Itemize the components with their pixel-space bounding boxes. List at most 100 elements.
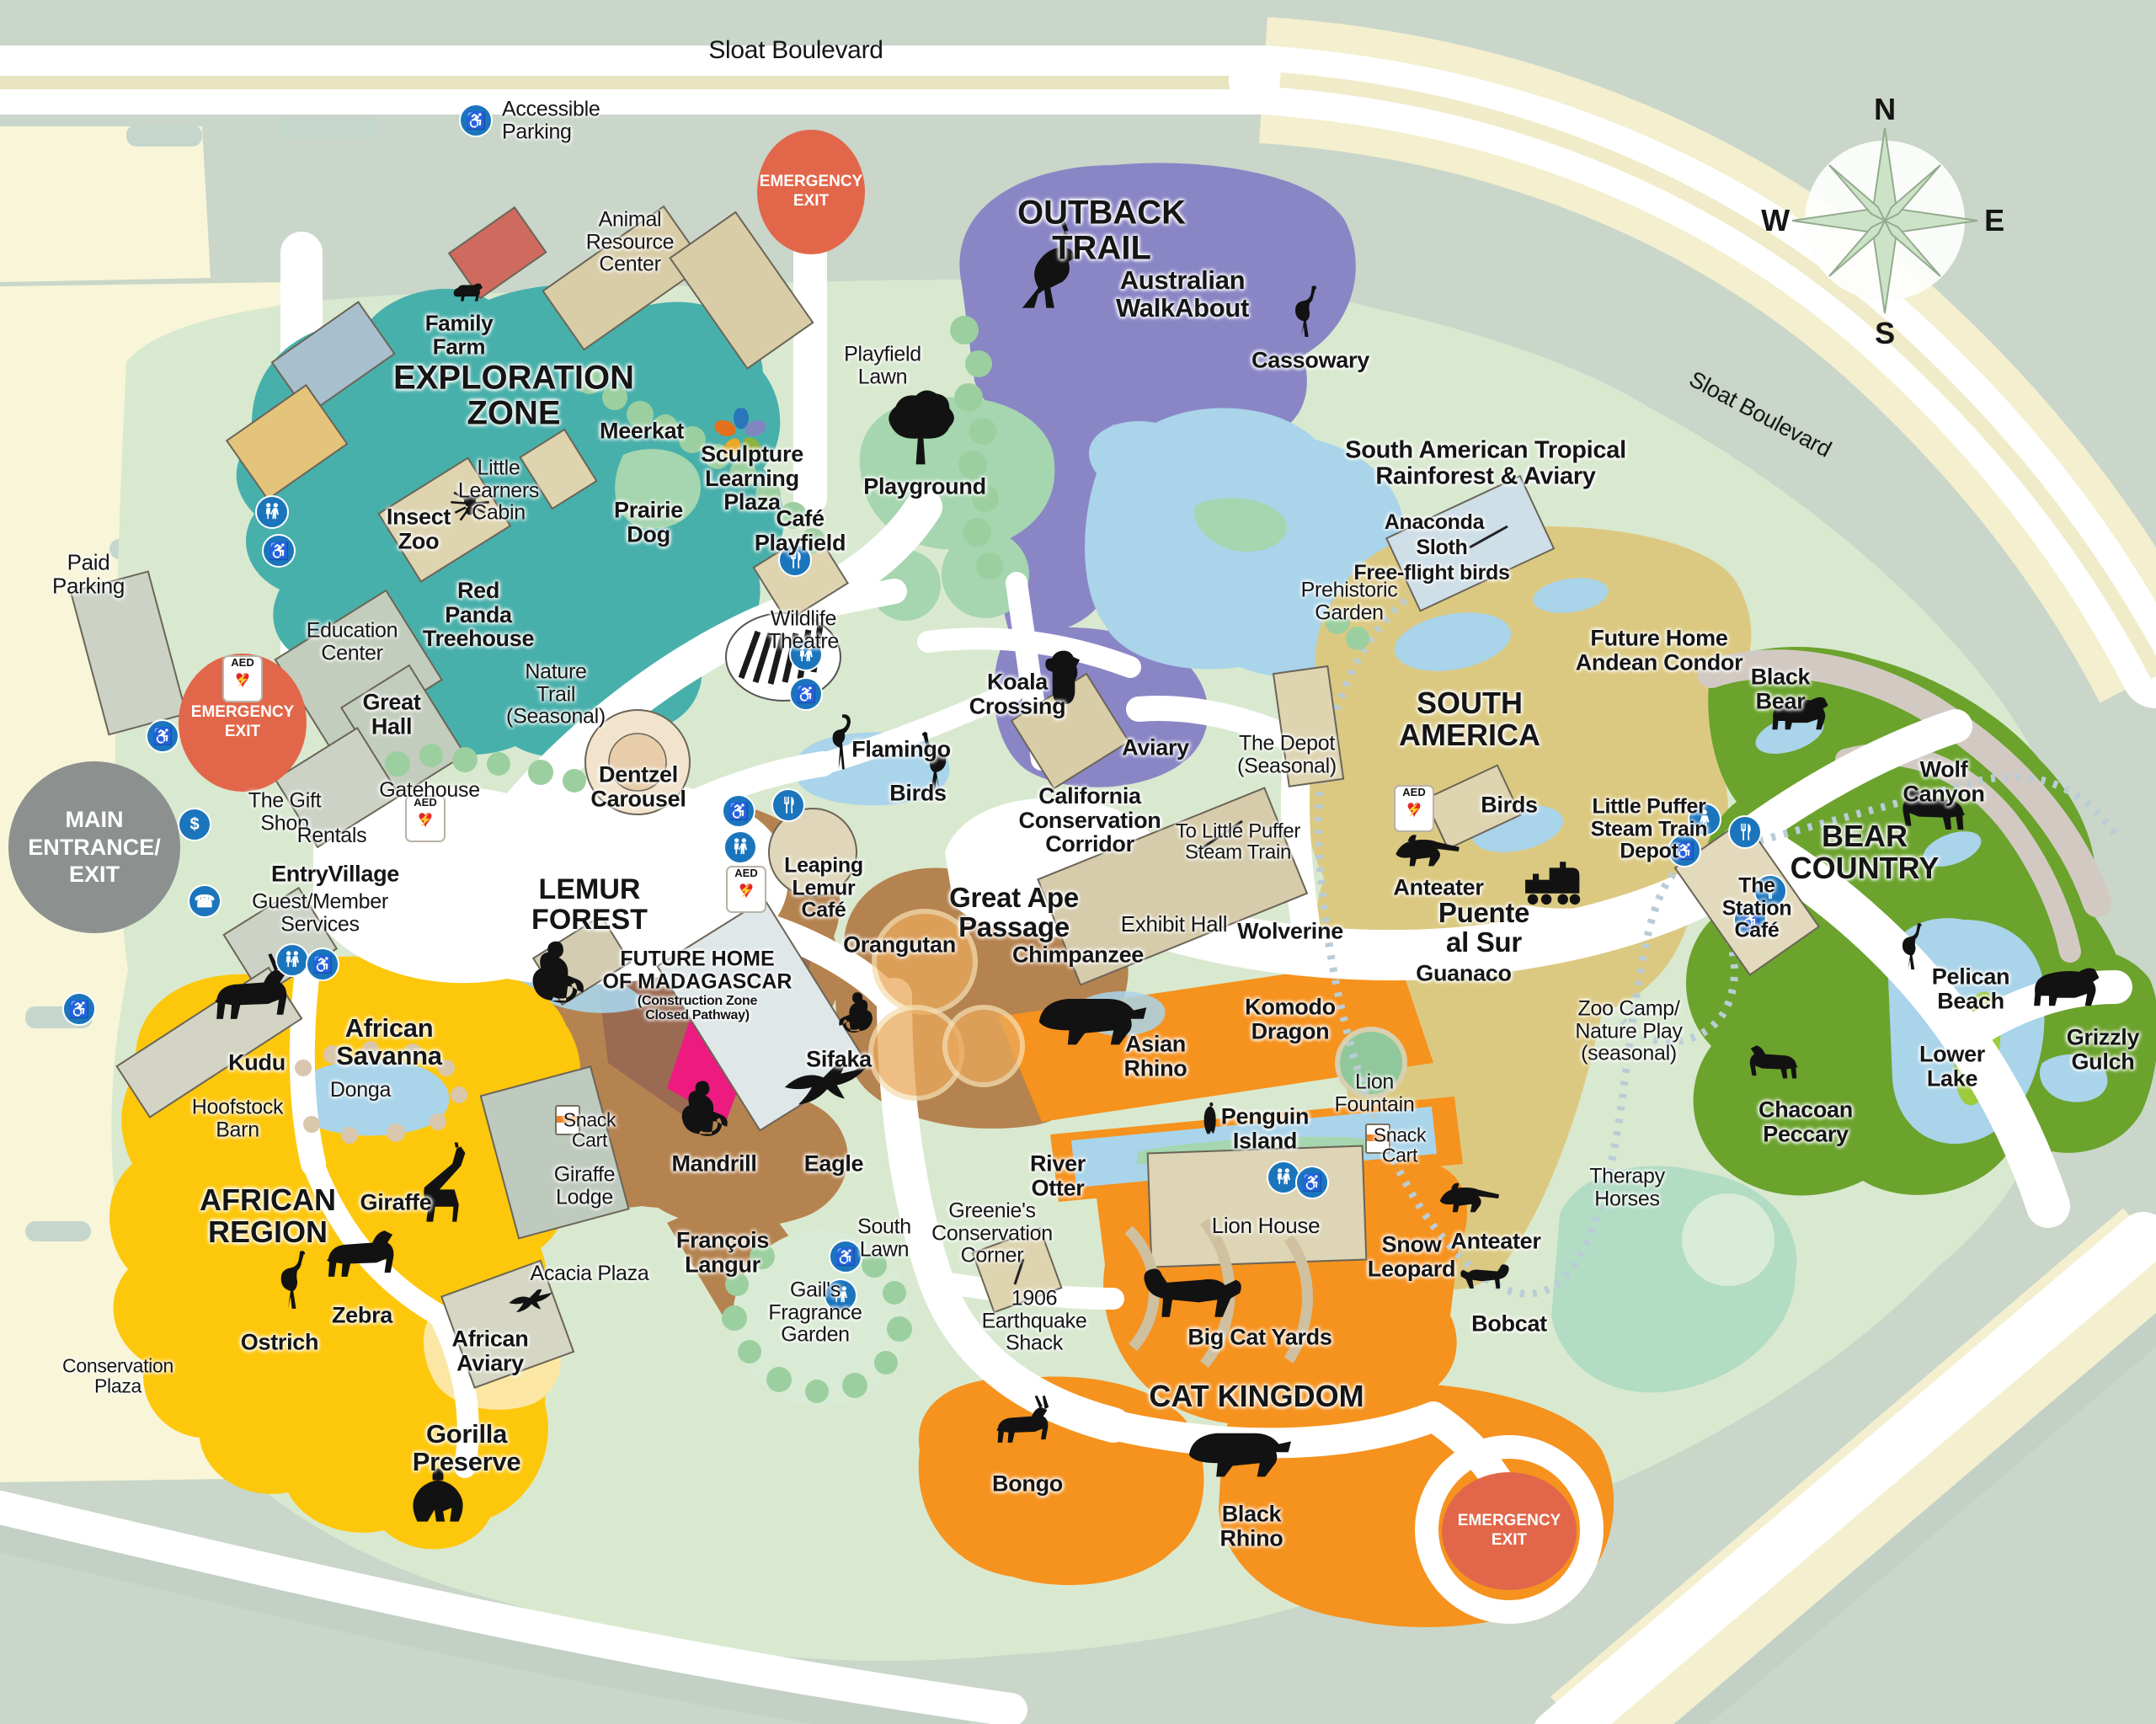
african-region: AFRICAN REGION: [200, 1182, 336, 1249]
parking-top-left: [0, 126, 211, 282]
african-aviary: African Aviary: [451, 1326, 529, 1375]
main-entrance-exit: MAIN ENTRANCE/ EXIT: [8, 761, 180, 933]
wheelchair-station-2-icon: ♿: [1733, 903, 1767, 937]
little-puffer-steam-train-depot: Little Puffer Steam Train Depot: [1590, 794, 1708, 863]
lion-house: Lion House: [1211, 1213, 1321, 1239]
south-lawn: South Lawn: [857, 1214, 911, 1261]
accessible-parking: Accessible Parking: [502, 97, 600, 143]
birds-california: Birds: [889, 780, 947, 806]
wheelchair-theatre-icon: ♿: [789, 677, 823, 711]
flamingo: Flamingo: [851, 736, 951, 762]
greenies-conservation-corner: Greenie's Conservation Corner: [931, 1198, 1053, 1268]
aed-gatehouse: AED♥⚡: [405, 795, 446, 842]
playground: Playground: [863, 473, 986, 499]
black-bear: Black Bear: [1750, 664, 1811, 713]
the-station-cafe: The Station Café: [1721, 873, 1792, 942]
francois-langur: François Langur: [675, 1227, 770, 1277]
snack-cart-1: Snack Cart: [563, 1108, 616, 1151]
chimpanzee: Chimpanzee: [1011, 942, 1145, 968]
acacia-plaza: Acacia Plaza: [530, 1261, 649, 1285]
gatehouse: Gatehouse: [379, 777, 480, 802]
playground-tree-icon: [865, 379, 974, 472]
trees: [385, 316, 1369, 1403]
paths: [289, 179, 2132, 1624]
rentals: Rentals: [296, 823, 367, 847]
california-conservation-corridor: California Conservation Corridor: [1018, 783, 1161, 857]
restroom-south-lawn-icon: [824, 1278, 857, 1312]
restroom-african-icon: [275, 943, 309, 977]
ostrich: Ostrich: [240, 1329, 319, 1355]
animal-resource-center: Animal Resource Center: [585, 207, 675, 276]
earthquake-shack: 1906 Earthquake Shack: [981, 1286, 1087, 1355]
donga: Donga: [329, 1077, 392, 1102]
bongo-icon: [977, 1393, 1068, 1470]
orangutan: Orangutan: [843, 931, 956, 958]
cafe-playfield: Café Playfield: [754, 505, 846, 555]
compass-rose: [1791, 127, 1978, 314]
sloth: Sloth: [1416, 535, 1468, 559]
prairie-dog-mound: [615, 449, 701, 530]
paid-parking: Paid Parking: [51, 549, 125, 598]
little-learners-cabin: Little Learners Cabin: [457, 456, 540, 525]
restroom-station-m-icon: [1753, 874, 1787, 908]
sculpture-plaza-flower-icon: [713, 407, 769, 468]
koala-crossing: Koala Crossing: [969, 669, 1066, 718]
buildings: [69, 205, 1821, 1389]
wheelchair-african-icon: ♿: [306, 947, 339, 981]
future-home-andean-condor: Future Home Andean Condor: [1575, 625, 1743, 675]
food-cafe-playfield-icon: [778, 543, 812, 577]
asian-rhino: Asian Rhino: [1123, 1031, 1187, 1081]
the-gift-shop: The Gift Shop: [248, 788, 322, 835]
exhibit-hall: Exhibit Hall: [1120, 911, 1228, 937]
education-center: Education Center: [306, 618, 398, 665]
snack-cart-1-icon: [555, 1105, 580, 1135]
free-flight-birds: Free-flight birds: [1353, 560, 1510, 584]
road-sloat-boulevard-top: Sloat Boulevard: [708, 36, 883, 65]
aviary: Aviary: [1122, 734, 1189, 761]
leaping-lemur-cafe: Leaping Lemur Café: [784, 853, 863, 922]
snow-leopard: Snow Leopard: [1367, 1231, 1456, 1281]
compass-w: W: [1761, 202, 1790, 238]
dentzel-carousel: Dentzel Carousel: [590, 761, 686, 811]
bobcat-icon: [1447, 1249, 1524, 1315]
compass-n: N: [1874, 91, 1896, 126]
bobcat: Bobcat: [1471, 1310, 1547, 1337]
zebra: Zebra: [331, 1302, 393, 1328]
giraffe-lodge: Giraffe Lodge: [553, 1162, 616, 1209]
donga-pond: [291, 1059, 450, 1136]
wheelchair-lemur-icon: ♿: [722, 794, 755, 828]
big-cat-yards: Big Cat Yards: [1187, 1324, 1332, 1350]
grizzly-gulch: Grizzly Gulch: [2066, 1024, 2140, 1074]
lion-icon: [1113, 1237, 1269, 1369]
zoo-camp-nature-play: Zoo Camp/ Nature Play (seasonal): [1575, 996, 1683, 1065]
wheelchair-entry-icon: ♿: [146, 719, 179, 753]
wheelchair-station-1-icon: ♿: [1668, 834, 1701, 867]
mandrill: Mandrill: [671, 1150, 757, 1177]
penguin-island: Penguin Island: [1220, 1103, 1310, 1153]
to-little-puffer: To Little Puffer Steam Train: [1175, 819, 1301, 864]
exploration-zone: EXPLORATION ZONE: [393, 359, 634, 432]
cassowary-icon: [1268, 281, 1339, 341]
lake-island: [1194, 498, 1287, 552]
bongo: Bongo: [992, 1470, 1063, 1497]
family-farm: Family Farm: [424, 310, 494, 359]
gails-fragrance-garden: Gail's Fragrance Garden: [768, 1278, 862, 1347]
construction-zone: (Construction Zone Closed Pathway): [637, 994, 758, 1022]
south-american-tropical: South American Tropical Rainforest & Avi…: [1345, 436, 1626, 489]
restroom-exploration-icon: [255, 495, 289, 529]
future-home-of-madagascar: FUTURE HOME OF MADAGASCAR: [602, 947, 792, 993]
emergency-exit-top: EMERGENCY EXIT: [757, 130, 865, 254]
guest-services-phone-icon: ☎: [188, 884, 221, 918]
lion-fountain: Lion Fountain: [1334, 1070, 1415, 1116]
south-america: SOUTH AMERICA: [1399, 685, 1540, 752]
sifaka: Sifaka: [806, 1046, 872, 1072]
meerkat: Meerkat: [600, 418, 684, 444]
guanaco: Guanaco: [1416, 960, 1512, 986]
red-panda-treehouse: Red Panda Treehouse: [422, 578, 535, 652]
wheelchair-exploration-icon: ♿: [262, 534, 296, 568]
prairie-dog: Prairie Dog: [614, 497, 683, 547]
food-station-icon: [1728, 815, 1762, 849]
wolf-canyon: Wolf Canyon: [1903, 756, 1985, 806]
food-leaping-lemur-icon: [771, 788, 805, 822]
insect-zoo: Insect Zoo: [386, 504, 451, 553]
